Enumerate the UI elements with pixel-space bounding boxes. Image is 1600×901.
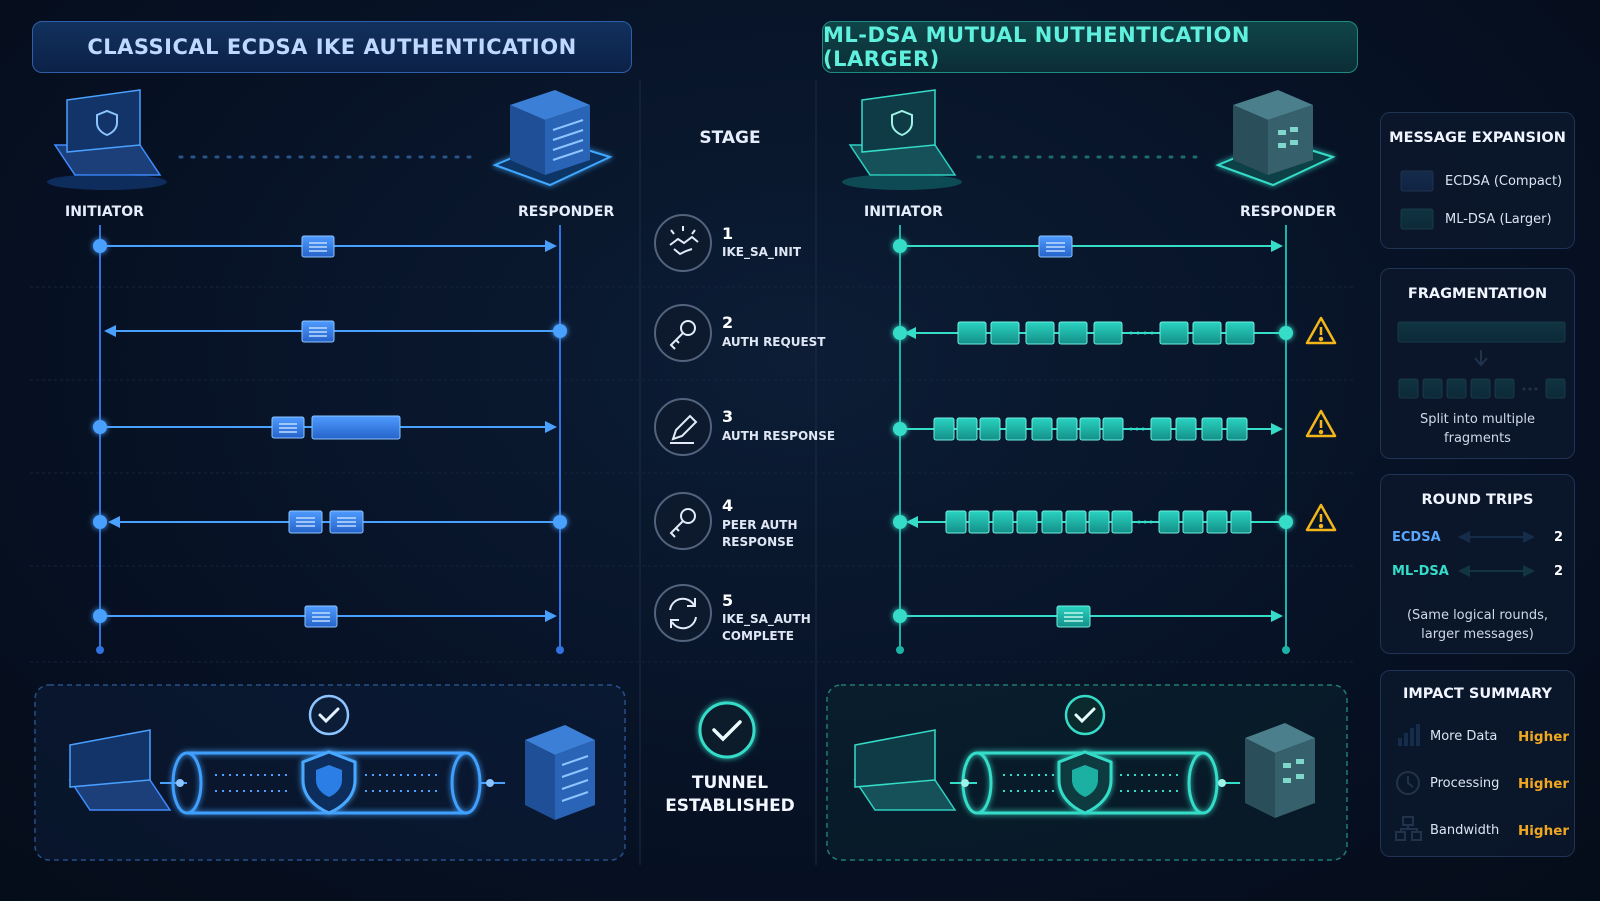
key-icon [654,304,712,362]
impact-processing-label: Processing [1430,776,1500,791]
right-check-icon [1064,694,1106,736]
round-trips-note-line2: larger messages) [1421,627,1534,642]
impact-processing-value: Higher [1518,776,1570,792]
stage-4-name-line1: PEER AUTH [722,518,798,532]
stage-5-number: 5 [722,591,734,610]
tunnel-established-label: TUNNEL ESTABLISHED [660,772,800,818]
pen-icon [654,398,712,456]
right-message-5 [893,605,1283,628]
key-icon-2 [654,492,712,550]
tunnel-label-line2: ESTABLISHED [665,796,795,816]
impact-summary-panel: IMPACT SUMMARY More Data Higher Processi… [1380,670,1575,857]
mldsa-roundtrip-value: 2 [1554,564,1564,579]
row-separators [30,286,1355,663]
left-message-3 [93,415,557,440]
stage-1-number: 1 [722,224,734,243]
mldsa-title: ML-DSA MUTUAL NUTHENTICATION (LARGER) [822,21,1358,73]
right-tunnel-box [826,684,1348,861]
ecdsa-roundtrip-label: ECDSA [1392,530,1441,545]
impact-more-data-value: Higher [1518,729,1570,745]
ecdsa-initiator-label: INITIATOR [65,204,144,220]
right-tunnel-stream [1003,774,1178,792]
mldsa-initiator-label: INITIATOR [864,204,943,220]
right-tunnel-laptop-icon [853,729,957,811]
left-message-1 [93,235,557,258]
fragmentation-note-line1: Split into multiple [1419,412,1536,427]
fragmentation-title: FRAGMENTATION [1407,286,1548,302]
stage-3-number: 3 [722,407,734,426]
warning-icon [1305,316,1337,532]
ecdsa-title: CLASSICAL ECDSA IKE AUTHENTICATION [32,21,632,73]
right-message-4 [893,510,1293,534]
left-message-2 [104,320,567,343]
tunnel-label-line1: TUNNEL [691,773,769,793]
impact-more-data-label: More Data [1430,729,1498,744]
stage-3-name: AUTH RESPONSE [722,429,836,443]
message-expansion-title: MESSAGE EXPANSION [1389,130,1566,146]
ecdsa-roundtrip-value: 2 [1554,530,1564,545]
left-tunnel-box [34,684,626,861]
mldsa-roundtrip-label: ML-DSA [1392,564,1449,579]
mldsa-legend-label: ML-DSA (Larger) [1445,212,1552,227]
stage-5-name-line1: IKE_SA_AUTH [722,612,811,626]
impact-summary-title: IMPACT SUMMARY [1402,686,1553,702]
impact-bandwidth-label: Bandwidth [1430,823,1500,838]
ecdsa-legend-label: ECDSA (Compact) [1445,174,1563,189]
refresh-icon [654,584,712,642]
left-tunnel-server-icon [525,725,595,820]
right-message-1 [893,235,1283,258]
fragmentation-note-line2: fragments [1444,431,1511,446]
mldsa-responder-label: RESPONDER [1240,204,1337,220]
stage-1-name: IKE_SA_INIT [722,245,802,259]
stage-4-name-line2: RESPONSE [722,535,794,549]
fragmentation-panel: FRAGMENTATION Split into multiple fragme… [1380,268,1575,459]
stage-heading: STAGE [699,128,761,148]
message-expansion-panel: MESSAGE EXPANSION ECDSA (Compact) ML-DSA… [1380,112,1575,249]
left-tunnel-shield-icon [301,750,357,815]
responder-server-icon [492,90,613,187]
tunnel-check-icon [698,701,756,759]
round-trips-panel: ROUND TRIPS ECDSA 2 ML-DSA 2 (Same logic… [1380,474,1575,654]
left-check-icon [308,694,350,736]
fragmentation-note: Split into multiple fragments [1381,410,1574,448]
left-tunnel-laptop-icon [68,729,172,811]
stage-2-number: 2 [722,313,734,332]
round-trips-note-line1: (Same logical rounds, [1406,608,1549,623]
round-trips-title: ROUND TRIPS [1421,492,1534,508]
ecdsa-responder-label: RESPONDER [518,204,615,220]
right-tunnel-shield-icon [1057,750,1113,815]
right-tunnel-server-icon [1245,723,1315,818]
right-message-2 [893,321,1293,345]
stage-4-number: 4 [722,496,734,515]
round-trips-note: (Same logical rounds, larger messages) [1381,606,1574,644]
left-message-4 [93,510,567,534]
mldsa-responder-server-icon [1215,90,1336,187]
initiator-laptop-icon [47,89,167,190]
stage-5-name-line2: COMPLETE [722,629,794,643]
right-message-3 [893,417,1283,441]
left-message-5 [93,605,557,628]
mldsa-initiator-laptop-icon [842,89,962,190]
stage-2-name: AUTH REQUEST [722,335,826,349]
handshake-icon [654,214,712,272]
impact-bandwidth-value: Higher [1518,823,1570,839]
